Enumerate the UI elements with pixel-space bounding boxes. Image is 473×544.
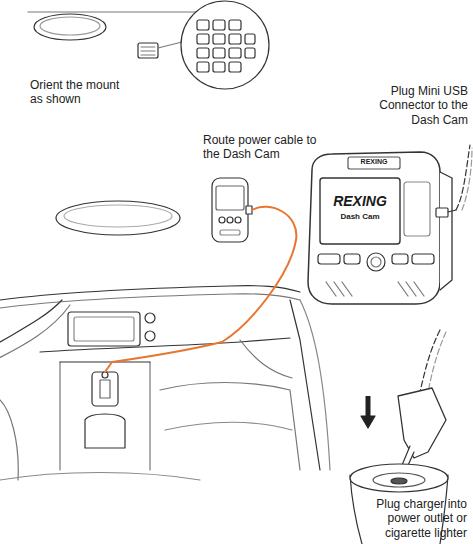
instruction-label: Orient the mount as shown: [30, 78, 128, 107]
instruction-label: Plug Mini USB Connector to the Dash Cam: [358, 84, 468, 127]
screen-logo: REXING: [320, 193, 400, 210]
instruction-label: Route power cable to the Dash Cam: [203, 133, 323, 162]
instruction-label: Plug charger into power outlet or cigare…: [345, 497, 467, 540]
screen-subtitle: Dash Cam: [320, 212, 400, 222]
brand-badge: REXING: [348, 158, 400, 166]
